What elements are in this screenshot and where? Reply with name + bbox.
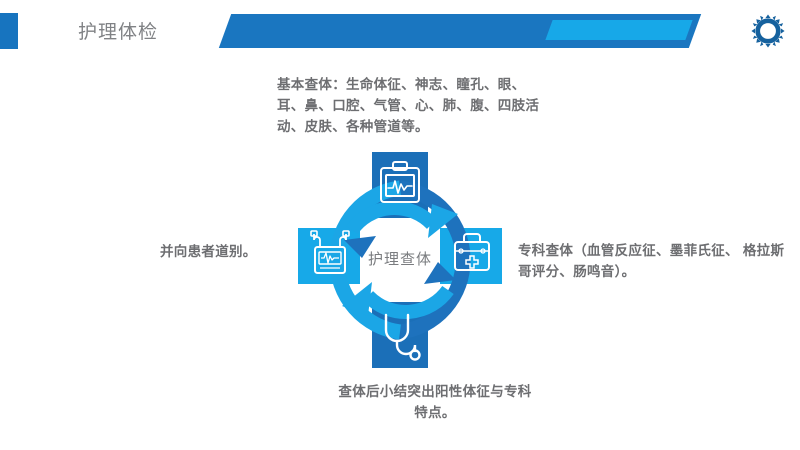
cycle-arrow-dark: [398, 180, 471, 340]
nursing-exam-cycle-diagram: 护理查体: [282, 152, 518, 368]
caption-farewell: 并向患者道别。: [160, 244, 257, 259]
defibrillator-monitor-icon: [310, 230, 350, 274]
medical-bag-icon: [454, 233, 490, 271]
header-left-marker-icon: [0, 13, 18, 49]
cycle-arrow-light-outer: [329, 180, 402, 340]
stethoscope-icon: [384, 313, 421, 361]
node-square-left: [298, 228, 360, 284]
caption-basic-exam: 基本查体：生命体征、神志、瞳孔、眼、耳、鼻、口腔、气管、心、肺、腹、四肢活动、皮…: [277, 77, 540, 134]
header-bar-accent: [545, 20, 693, 40]
gear-icon: [750, 13, 786, 49]
page-header: 护理体检: [0, 0, 800, 62]
caption-specialty-exam: 专科查体（血管反应征、墨菲氏征、 格拉斯哥评分、肠鸣音）。: [518, 243, 785, 279]
page-title: 护理体检: [78, 22, 159, 43]
cycle-arrow-inner-light: [346, 201, 454, 319]
cycle-arrow-heads: [342, 204, 458, 316]
clipboard-ecg-icon: [380, 161, 420, 203]
caption-summary: 查体后小结突出阳性体征与专科特点。: [338, 384, 532, 420]
